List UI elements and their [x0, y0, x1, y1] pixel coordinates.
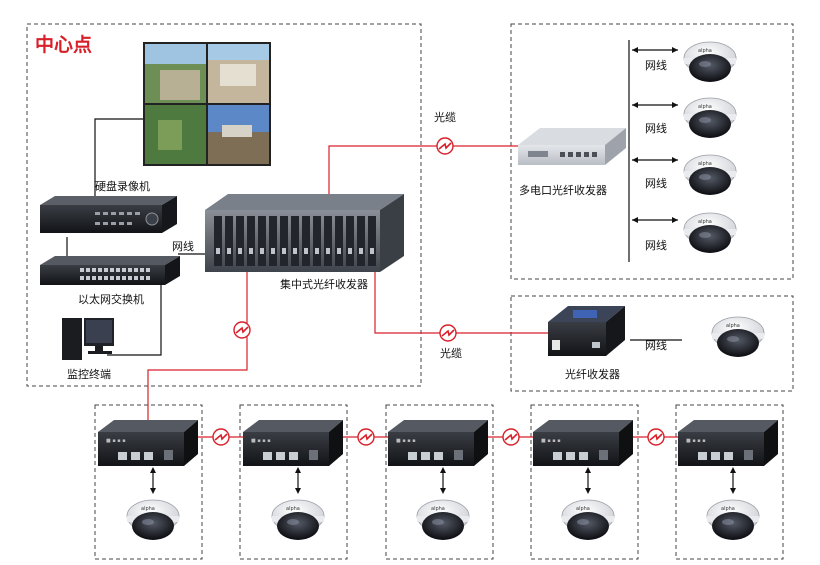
central-transceiver-label: 集中式光纤收发器 [280, 278, 368, 291]
fiber-cable-label-middle: 光缆 [440, 347, 462, 360]
remote-node-box-1 [94, 404, 203, 560]
remote-node-box-5 [675, 404, 784, 560]
network-cable-label-3: 网线 [645, 177, 667, 190]
multi-port-fiber-transceiver-device [518, 128, 626, 165]
dvr-device [40, 196, 177, 233]
single-transceiver-group-box [510, 295, 794, 392]
dvr-label: 硬盘录像机 [95, 180, 150, 193]
remote-node-box-3 [385, 404, 494, 560]
fiber-cable-label-top: 光缆 [434, 111, 456, 124]
center-point-title: 中心点 [35, 34, 93, 56]
center-point-box [26, 23, 422, 387]
network-cable-label-center: 网线 [172, 240, 194, 253]
fiber-transceiver-label: 光纤收发器 [565, 368, 620, 381]
network-cable-label-4: 网线 [645, 239, 667, 252]
network-cable-label-2: 网线 [645, 122, 667, 135]
remote-node-box-2 [239, 404, 348, 560]
monitor-terminal-label: 监控终端 [67, 368, 111, 381]
monitor-terminal [62, 318, 114, 360]
network-cable-label-5: 网线 [645, 339, 667, 352]
multi-port-group-box [510, 23, 794, 280]
ethernet-switch-label: 以太网交换机 [78, 293, 144, 306]
single-fiber-transceiver-device [548, 306, 625, 356]
multi-port-transceiver-label: 多电口光纤收发器 [519, 184, 607, 197]
ethernet-switch-device [40, 256, 180, 285]
central-fiber-transceiver-device [205, 194, 404, 272]
camera-icons-right [683, 41, 765, 358]
camera-icons-bottom [126, 499, 760, 541]
remote-node-box-4 [530, 404, 639, 560]
network-cable-label-1: 网线 [645, 59, 667, 72]
video-wall-image [143, 42, 271, 166]
